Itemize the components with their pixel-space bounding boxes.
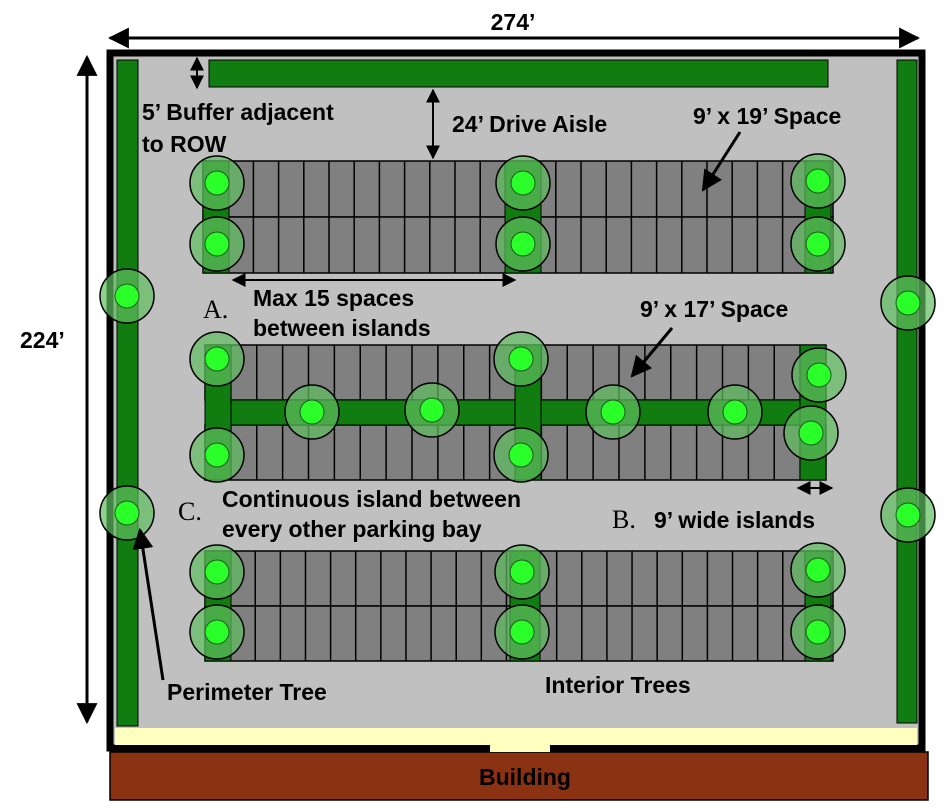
walkway — [115, 728, 917, 745]
trees — [99, 153, 936, 660]
building-label: Building — [479, 764, 571, 790]
tree-icon — [510, 231, 536, 257]
tree-icon — [805, 619, 831, 645]
b-marker: B. — [612, 505, 636, 534]
tree-icon — [798, 420, 824, 446]
row-buffer — [208, 59, 829, 88]
tree-icon — [204, 619, 230, 645]
tree-icon — [806, 362, 832, 388]
tree-icon — [114, 500, 140, 526]
tree-icon — [509, 619, 535, 645]
tree-icon — [508, 442, 534, 468]
tree-icon — [204, 346, 230, 372]
tree-icon — [805, 557, 831, 583]
c-marker: C. — [178, 497, 202, 526]
tree-icon — [805, 231, 831, 257]
a-label-line1: Max 15 spaces — [253, 285, 414, 311]
tree-icon — [204, 170, 230, 196]
buffer-label-line1: 5’ Buffer adjacent — [142, 99, 334, 125]
building-entrance — [490, 744, 550, 752]
tree-icon — [114, 283, 140, 309]
space-19-pointer — [701, 131, 742, 192]
height-label: 224’ — [20, 327, 65, 353]
tree-icon — [508, 346, 534, 372]
tree-icon — [509, 559, 535, 585]
c-label-line1: Continuous island between — [222, 486, 521, 512]
width-label: 274’ — [491, 9, 536, 35]
tree-icon — [204, 442, 230, 468]
left-perimeter-buffer — [116, 59, 139, 727]
tree-icon — [299, 399, 325, 425]
space-19-label: 9’ x 19’ Space — [693, 103, 841, 129]
a-label-line2: between islands — [253, 315, 431, 341]
tree-icon — [419, 397, 445, 423]
tree-icon — [722, 399, 748, 425]
tree-icon — [895, 502, 921, 528]
building — [109, 751, 929, 801]
tree-icon — [895, 290, 921, 316]
perimeter-tree-label: Perimeter Tree — [167, 679, 327, 705]
b-label: 9’ wide islands — [654, 507, 815, 533]
a-marker: A. — [203, 295, 228, 324]
drive-aisle-label: 24’ Drive Aisle — [452, 111, 607, 137]
right-perimeter-buffer — [896, 59, 918, 724]
tree-icon — [805, 168, 831, 194]
interior-trees-label: Interior Trees — [545, 672, 691, 698]
space-17-pointer — [630, 327, 674, 378]
c-label-line2: every other parking bay — [222, 516, 482, 542]
tree-icon — [510, 170, 536, 196]
perimeter-tree-pointer — [132, 527, 165, 681]
tree-icon — [204, 559, 230, 585]
space-17-label: 9’ x 17’ Space — [640, 296, 788, 322]
buffer-label-line2: to ROW — [142, 131, 227, 157]
tree-icon — [204, 231, 230, 257]
tree-icon — [600, 399, 626, 425]
